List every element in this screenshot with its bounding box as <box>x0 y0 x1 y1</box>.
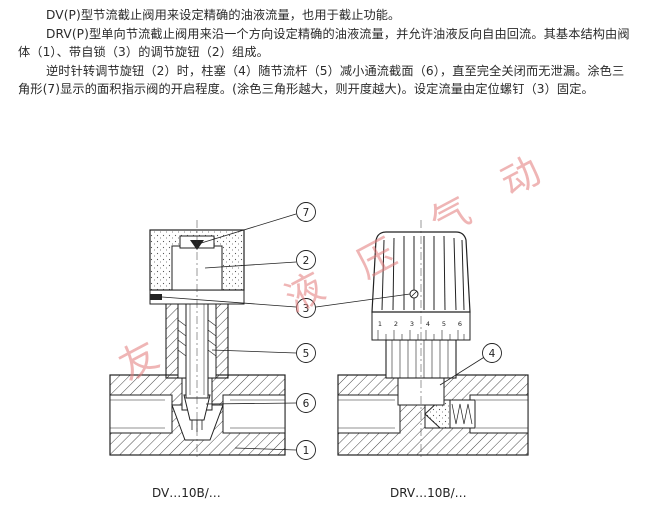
paragraph-2: DRV(P)型单向节流截止阀用来沿一个方向设定精确的油液流量，并允许油液反向自由… <box>18 26 630 60</box>
paragraph-3: 逆时针转调节旋钮（2）时，柱塞（4）随节流杆（5）减小通流截面（6），直至完全关… <box>18 63 625 97</box>
paragraph-1: DV(P)型节流截止阀用来设定精确的油液流量，也用于截止功能。 <box>46 8 401 22</box>
callout-6: 6 <box>303 398 310 410</box>
callout-3-circle <box>296 298 316 318</box>
scale-4: 4 <box>426 320 430 328</box>
scale-2: 2 <box>394 320 398 328</box>
callout-4-circle <box>482 343 502 363</box>
callout-2: 2 <box>303 255 310 267</box>
callout-2-circle <box>296 250 316 270</box>
scale-5: 5 <box>442 320 446 328</box>
callout-5: 5 <box>303 348 310 360</box>
drv-valve <box>337 220 529 460</box>
caption-drv: DRV…10B/… <box>390 486 467 500</box>
callout-4: 4 <box>489 348 496 360</box>
callout-3: 3 <box>303 303 310 315</box>
callout-1: 1 <box>303 445 310 457</box>
callout-7-circle <box>296 202 316 222</box>
callout-7: 7 <box>303 207 310 219</box>
scale-6: 6 <box>458 320 462 328</box>
callout-1-circle <box>296 440 316 460</box>
callout-5-circle <box>296 343 316 363</box>
callout-6-circle <box>296 393 316 413</box>
caption-dv: DV…10B/… <box>152 486 221 500</box>
dv-valve <box>109 220 286 460</box>
description-text: DV(P)型节流截止阀用来设定精确的油液流量，也用于截止功能。 DRV(P)型单… <box>18 6 632 99</box>
scale-1: 1 <box>378 320 382 328</box>
scale-3: 3 <box>410 320 414 328</box>
